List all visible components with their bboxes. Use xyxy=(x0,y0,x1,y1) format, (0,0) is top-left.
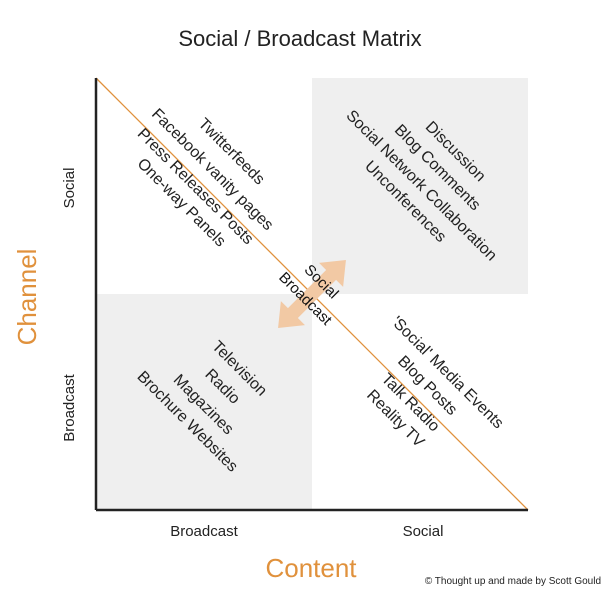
y-axis-title: Channel xyxy=(12,249,42,346)
quadrant-top-left: Twitterfeeds Facebook vanity pages Press… xyxy=(134,106,277,251)
y-axis-top-label: Social xyxy=(61,168,78,209)
quadrant-bottom-right: 'Social' Media Events Blog Posts Talk Ra… xyxy=(363,313,506,451)
shade-top-right xyxy=(312,78,528,294)
x-axis-title: Content xyxy=(265,553,357,583)
shade-bottom-left xyxy=(96,294,312,510)
double-arrow-icon xyxy=(278,260,346,328)
credit-text: © Thought up and made by Scott Gould xyxy=(425,576,601,587)
x-axis-right-label: Social xyxy=(403,523,444,540)
x-axis-left-label: Broadcast xyxy=(170,523,238,540)
y-axis-bottom-label: Broadcast xyxy=(61,373,78,441)
diagram-title: Social / Broadcast Matrix xyxy=(178,26,421,51)
